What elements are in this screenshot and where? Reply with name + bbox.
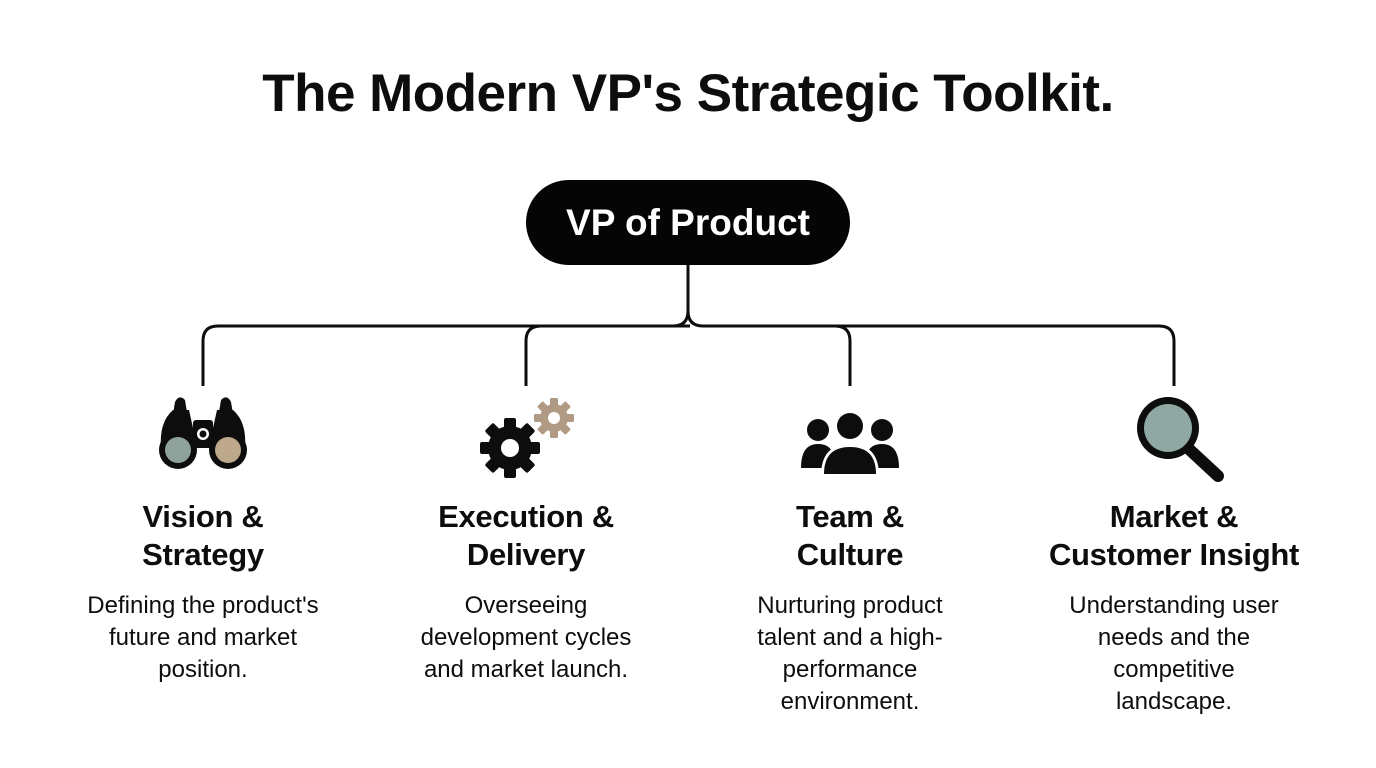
branch-title: Execution & Delivery <box>438 499 614 572</box>
connector-branch-1 <box>201 324 673 386</box>
branch-title: Market & Customer Insight <box>1048 499 1300 572</box>
page-title: The Modern VP's Strategic Toolkit. <box>262 64 1114 123</box>
branch-description: Overseeing development cycles and market… <box>420 592 632 683</box>
branch-description: Understanding user needs and the competi… <box>1069 592 1279 715</box>
branch-title: Team & Culture <box>796 499 904 572</box>
people-group-icon <box>685 392 1015 484</box>
gears-icon <box>361 392 691 484</box>
connector-branch-4 <box>703 324 1176 386</box>
binoculars-icon <box>38 392 368 484</box>
connector-branch-3 <box>686 310 852 386</box>
root-node-vp-of-product: VP of Product <box>526 180 850 265</box>
branch-description: Nurturing product talent and a high- per… <box>757 592 943 715</box>
connector-branch-2 <box>524 324 673 386</box>
root-node-label: VP of Product <box>566 201 810 243</box>
branch-description: Defining the product's future and market… <box>87 592 319 683</box>
branch-title: Vision & Strategy <box>142 499 264 572</box>
connector-root-stem <box>671 265 690 328</box>
magnifying-glass-icon <box>1009 392 1339 484</box>
